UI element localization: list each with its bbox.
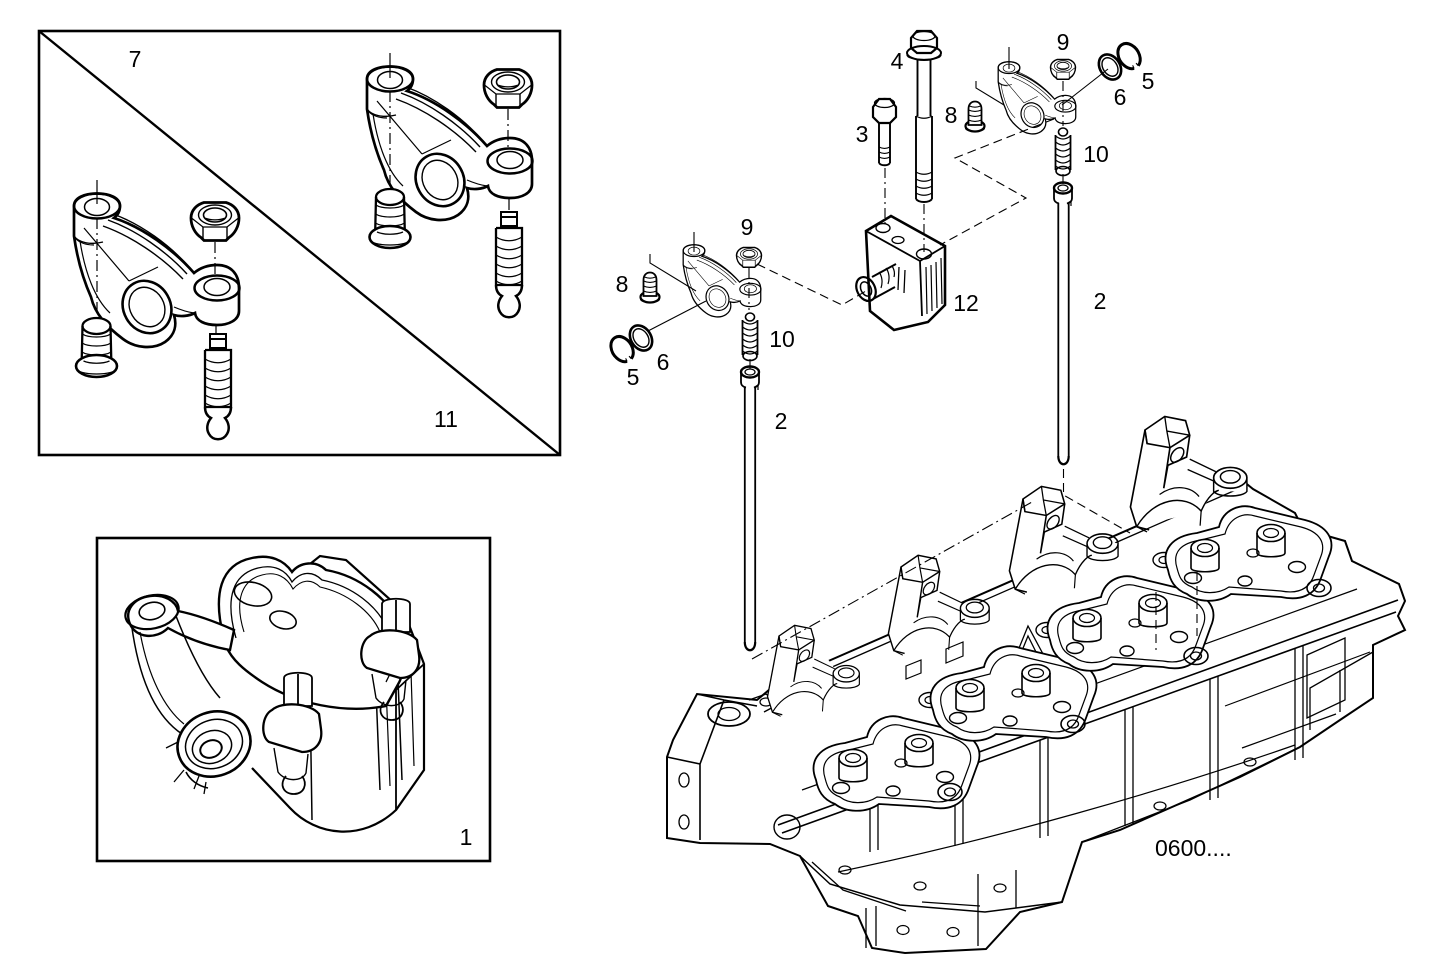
- svg-text:10: 10: [1083, 141, 1109, 167]
- svg-text:2: 2: [775, 408, 788, 434]
- svg-text:12: 12: [953, 290, 979, 316]
- svg-text:9: 9: [741, 214, 754, 240]
- svg-text:10: 10: [769, 326, 795, 352]
- svg-text:0600....: 0600....: [1155, 835, 1232, 861]
- svg-text:9: 9: [1057, 29, 1070, 55]
- svg-text:11: 11: [434, 406, 458, 432]
- svg-text:5: 5: [1142, 68, 1155, 94]
- svg-text:6: 6: [1114, 84, 1127, 110]
- svg-text:4: 4: [891, 48, 904, 74]
- svg-text:1: 1: [460, 824, 473, 850]
- svg-text:8: 8: [945, 102, 958, 128]
- svg-text:8: 8: [616, 271, 629, 297]
- svg-text:7: 7: [129, 46, 142, 72]
- svg-text:5: 5: [627, 364, 640, 390]
- svg-text:3: 3: [856, 121, 869, 147]
- svg-text:2: 2: [1094, 288, 1107, 314]
- svg-text:6: 6: [657, 349, 670, 375]
